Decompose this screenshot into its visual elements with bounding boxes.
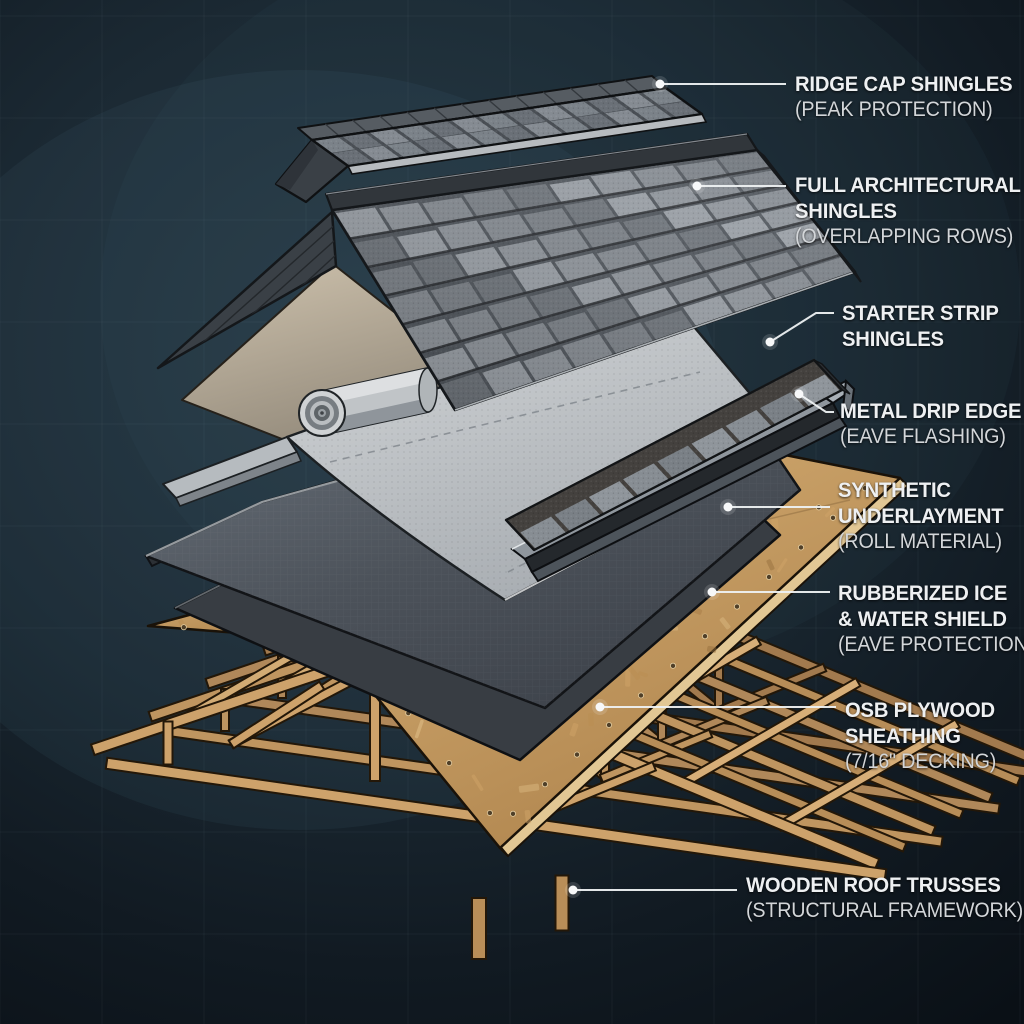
architectural-shingles-layer [324, 132, 862, 412]
leader-lines-overlay [565, 76, 836, 898]
leader-line-starter-strip-shingles [769, 312, 834, 343]
leader-dot-synthetic-underlayment [723, 502, 733, 512]
leader-dot-starter-strip-shingles [765, 337, 775, 347]
leader-dot-full-architectural-shingles [692, 181, 702, 191]
ridge-cap-shingles-layer [274, 75, 708, 204]
leader-dot-osb-plywood-sheathing [595, 702, 605, 712]
leader-dot-wooden-roof-trusses [568, 885, 578, 895]
starter-strip-shingles-layer [504, 358, 851, 552]
leader-line-metal-drip-edge [798, 393, 834, 413]
leader-dot-rubberized-ice-water-shield [707, 587, 717, 597]
leader-dot-metal-drip-edge [794, 389, 804, 399]
underlayment-roll [298, 366, 438, 437]
leader-dot-ridge-cap-shingles [655, 79, 665, 89]
